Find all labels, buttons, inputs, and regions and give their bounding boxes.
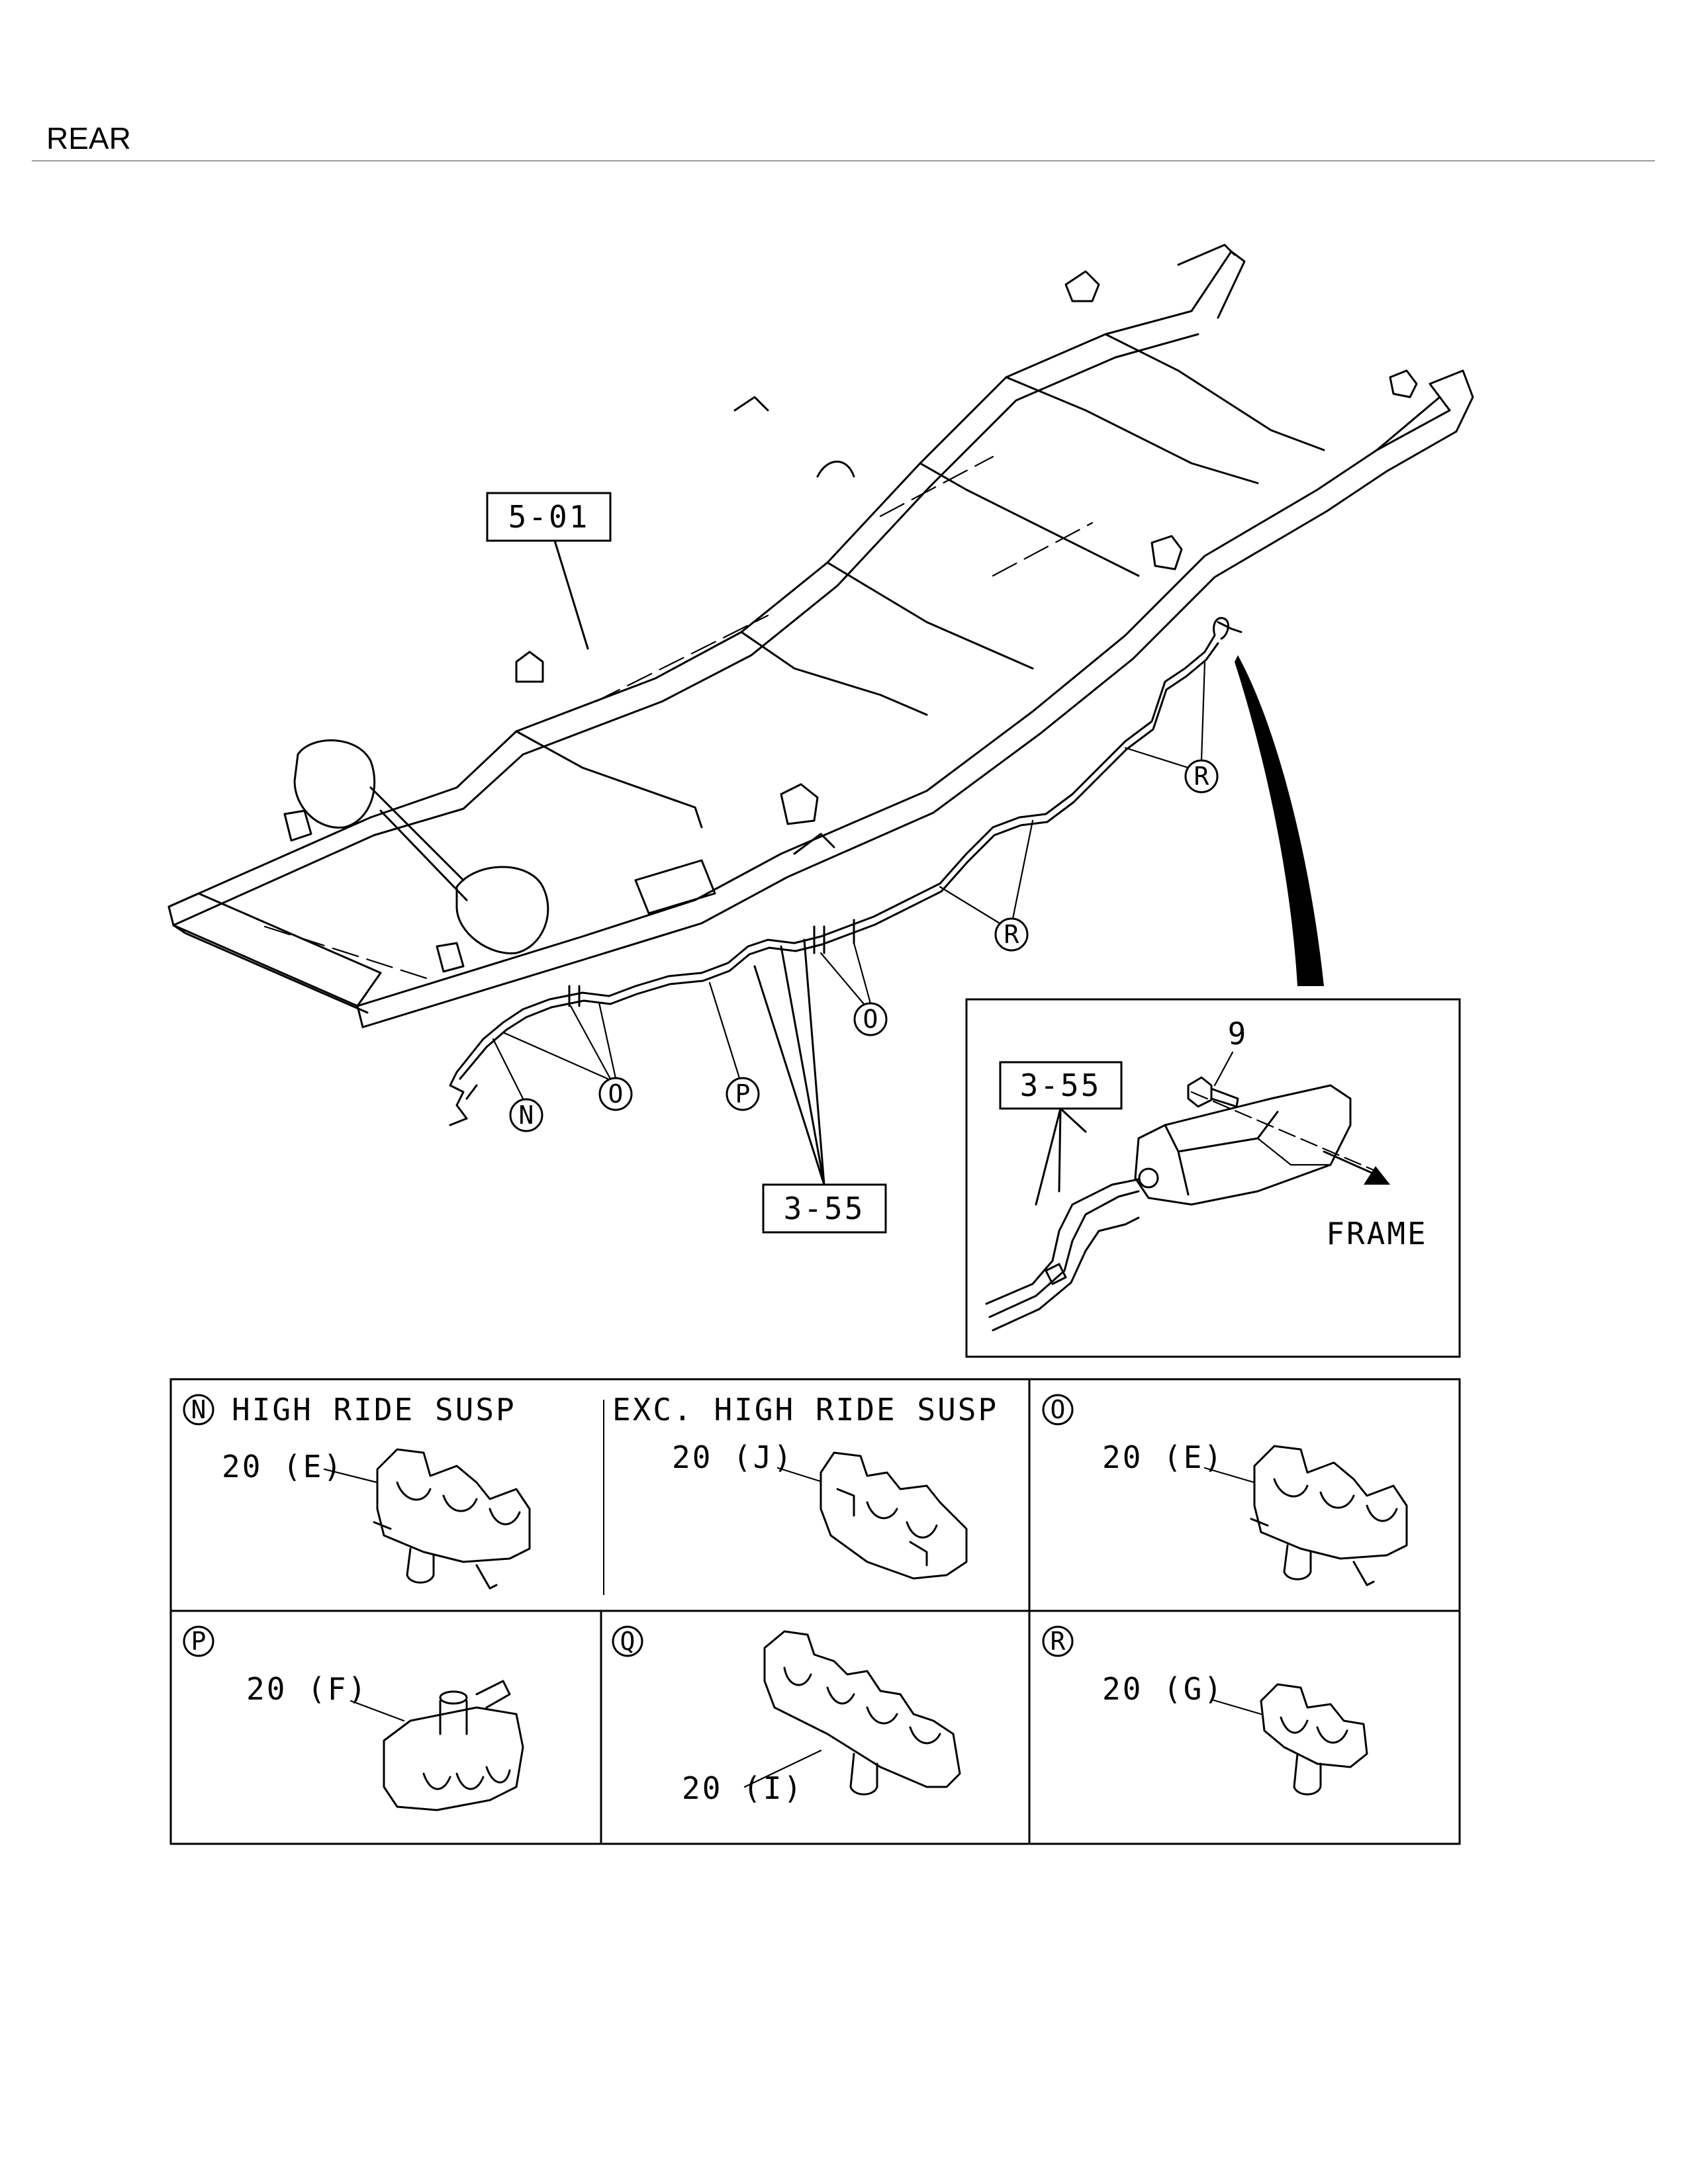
cell-exc-part-label: 20 (J) (672, 1439, 794, 1475)
cell-exc-heading: EXC. HIGH RIDE SUSP (612, 1392, 998, 1428)
pipe-callout: 3-55 (753, 938, 887, 1234)
clip-marker-o-1: O (502, 1001, 633, 1111)
clip-marker-r-2: R (1124, 660, 1219, 794)
svg-text:O: O (1051, 1395, 1066, 1424)
detail-pointer-arrow (1235, 655, 1324, 986)
svg-text:N: N (519, 1101, 534, 1130)
cell-n-part-label: 20 (E) (222, 1449, 344, 1484)
parts-cell-exc: EXC. HIGH RIDE SUSP 20 (J) (612, 1392, 998, 1580)
chassis-frame (167, 244, 1474, 1028)
clip-marker-r-1: R (939, 819, 1034, 952)
svg-text:N: N (191, 1395, 207, 1424)
svg-text:P: P (191, 1627, 207, 1656)
parts-cell-p: P 20 (F) (183, 1625, 524, 1811)
pipe-callout-label: 3-55 (784, 1191, 865, 1226)
svg-text:O: O (608, 1079, 624, 1109)
svg-text:Q: Q (620, 1627, 635, 1656)
cell-r-part-label: 20 (G) (1102, 1671, 1224, 1707)
title-divider (32, 160, 1655, 161)
clip-j-icon (820, 1451, 968, 1580)
brake-pipe (449, 617, 1243, 1126)
page-title: REAR (46, 121, 131, 156)
frame-callout: 5-01 (486, 492, 612, 650)
parts-table (169, 1378, 1461, 1845)
parts-cell-q: Q 20 (I) (612, 1625, 961, 1806)
parts-cell-r: R 20 (G) (1042, 1625, 1368, 1796)
detail-pipe-callout-label: 3-55 (1020, 1068, 1102, 1103)
clip-e-icon (373, 1448, 531, 1590)
cell-p-part-label: 20 (F) (246, 1671, 368, 1707)
clip-marker-o-2: O (820, 942, 888, 1036)
bolt-number: 9 (1228, 1016, 1248, 1052)
clip-marker-n: N (492, 1038, 543, 1132)
parts-cell-o: O 20 (E) (1042, 1394, 1408, 1586)
parts-cell-n: N HIGH RIDE SUSP 20 (E) (183, 1392, 531, 1590)
clip-g-icon (1260, 1683, 1368, 1796)
frame-direction-label: FRAME (1326, 1216, 1427, 1251)
detail-view: 3-55 9 FRAME (965, 998, 1461, 1358)
cell-q-part-label: 20 (I) (682, 1770, 804, 1806)
clip-i-icon (763, 1630, 961, 1796)
svg-text:R: R (1194, 762, 1209, 791)
clip-f-icon (383, 1680, 524, 1811)
clip-e-icon (1250, 1445, 1408, 1586)
svg-text:R: R (1051, 1627, 1066, 1656)
cell-n-heading: HIGH RIDE SUSP (232, 1392, 516, 1428)
frame-callout-label: 5-01 (508, 499, 590, 535)
svg-text:R: R (1004, 920, 1019, 949)
clip-marker-p: P (708, 981, 760, 1111)
svg-text:O: O (863, 1005, 878, 1034)
cell-o-part-label: 20 (E) (1102, 1439, 1224, 1475)
svg-text:P: P (735, 1079, 751, 1109)
